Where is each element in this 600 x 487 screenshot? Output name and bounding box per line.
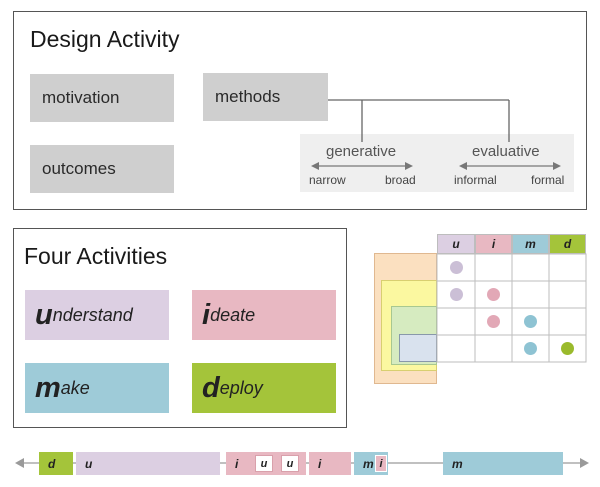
outcomes-label: outcomes (42, 159, 116, 178)
methods-box: methods (203, 73, 328, 121)
matrix-dot (450, 261, 463, 274)
formal-label: formal (531, 173, 565, 187)
methods-detail-area (300, 134, 574, 192)
activity-initial: m (35, 371, 61, 404)
activity-rest: nderstand (52, 304, 133, 325)
activity-initial: i (202, 298, 211, 331)
outcomes-box: outcomes (30, 145, 174, 193)
matrix-header-u: u (437, 234, 475, 254)
activity-initial: d (202, 371, 220, 404)
broad-label: broad (385, 173, 416, 187)
matrix-dot (450, 288, 463, 301)
design-activity-title: Design Activity (30, 26, 180, 52)
matrix-layer-blue (399, 334, 437, 362)
motivation-box: motivation (30, 74, 174, 122)
four-activities-title: Four Activities (24, 243, 168, 269)
activity-rest: ake (60, 377, 90, 398)
timeline-chip-ideate: i (375, 455, 387, 472)
motivation-label: motivation (42, 88, 120, 107)
activity-rest: deate (210, 304, 256, 325)
timeline-segment-understand: u (76, 452, 220, 475)
segment-label: i (318, 456, 322, 471)
matrix-dot (487, 315, 500, 328)
timeline-segment-make: m (443, 452, 563, 475)
evaluative-label: evaluative (472, 143, 540, 160)
segment-label: m (363, 456, 374, 471)
matrix-dot (524, 315, 537, 328)
activity-rest: eploy (219, 377, 263, 398)
activity-initial: u (35, 298, 53, 331)
segment-label: m (452, 456, 463, 471)
informal-label: informal (454, 173, 497, 187)
timeline-chip-understand: u (281, 455, 299, 472)
matrix-dot (487, 288, 500, 301)
timeline-segment-ideate: i (309, 452, 351, 475)
narrow-label: narrow (309, 173, 346, 187)
generative-label: generative (326, 143, 397, 160)
timeline-segment-deploy: d (39, 452, 73, 475)
matrix-dot (524, 342, 537, 355)
segment-label: i (235, 456, 239, 471)
timeline-chip-understand: u (255, 455, 273, 472)
segment-label: u (85, 456, 93, 471)
segment-label: d (48, 456, 56, 471)
methods-label: methods (215, 87, 281, 106)
matrix-dot (561, 342, 574, 355)
